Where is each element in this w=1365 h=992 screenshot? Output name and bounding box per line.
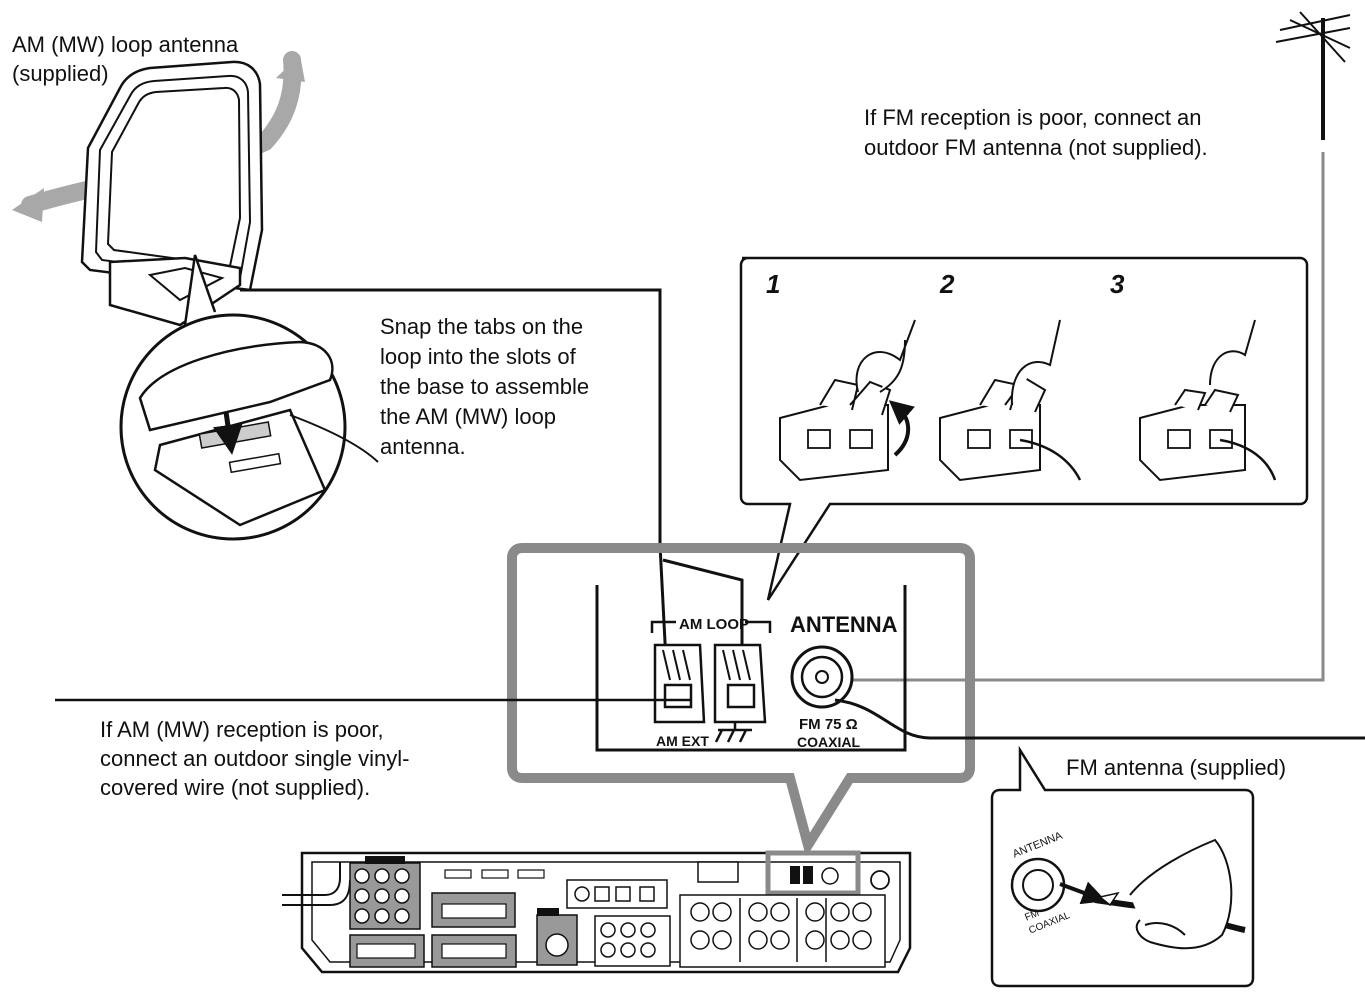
fm-supplied-callout <box>990 745 1255 988</box>
outdoor-fm-antenna-illustration <box>850 11 1351 682</box>
step3-clip <box>1139 319 1277 482</box>
assembly-note-line-5: antenna. <box>380 434 466 459</box>
outdoor-fm-wire <box>850 152 1325 682</box>
am-outdoor-note-line-1: If AM (MW) reception is poor, <box>100 717 384 742</box>
terminal-callout <box>507 543 975 858</box>
step-number-3: 3 <box>1110 269 1125 299</box>
step-number-1: 1 <box>766 269 781 299</box>
am-loop-antenna-illustration <box>12 51 305 327</box>
fm-outdoor-note-line-1: If FM reception is poor, connect an <box>864 105 1202 130</box>
assembly-note-line-1: Snap the tabs on the <box>380 314 584 339</box>
receiver-rear-panel <box>282 850 912 974</box>
step-number-2: 2 <box>940 269 955 299</box>
coaxial-label: COAXIAL <box>797 734 860 750</box>
rotation-arrow-head-left <box>12 188 44 222</box>
assembly-note-line-2: loop into the slots of <box>380 344 576 369</box>
fm-supplied-wire <box>834 698 1365 740</box>
assembly-note-line-4: the AM (MW) loop <box>380 404 557 429</box>
assembly-note-line-3: the base to assemble <box>380 374 590 399</box>
steps-panel <box>739 256 1309 601</box>
fm-75-ohm-label: FM 75 Ω <box>799 716 858 733</box>
am-outdoor-note-line-3: covered wire (not supplied). <box>100 775 371 800</box>
am-loop-subtitle: (supplied) <box>12 61 109 86</box>
am-loop-title: AM (MW) loop antenna <box>12 32 239 57</box>
am-loop-terminal-label: AM LOOP <box>679 616 749 633</box>
fm-outdoor-note-line-2: outdoor FM antenna (not supplied). <box>864 135 1208 160</box>
am-ext-label: AM EXT <box>656 733 709 749</box>
step1-clip <box>779 319 916 482</box>
step2-clip <box>939 319 1082 482</box>
am-outdoor-note-line-2: connect an outdoor single vinyl- <box>100 746 410 771</box>
fm-supplied-label: FM antenna (supplied) <box>1066 755 1287 780</box>
assembly-zoom-circle <box>119 254 379 541</box>
rotation-arrow-head-right <box>276 55 305 82</box>
antenna-terminal-label: ANTENNA <box>790 612 898 637</box>
